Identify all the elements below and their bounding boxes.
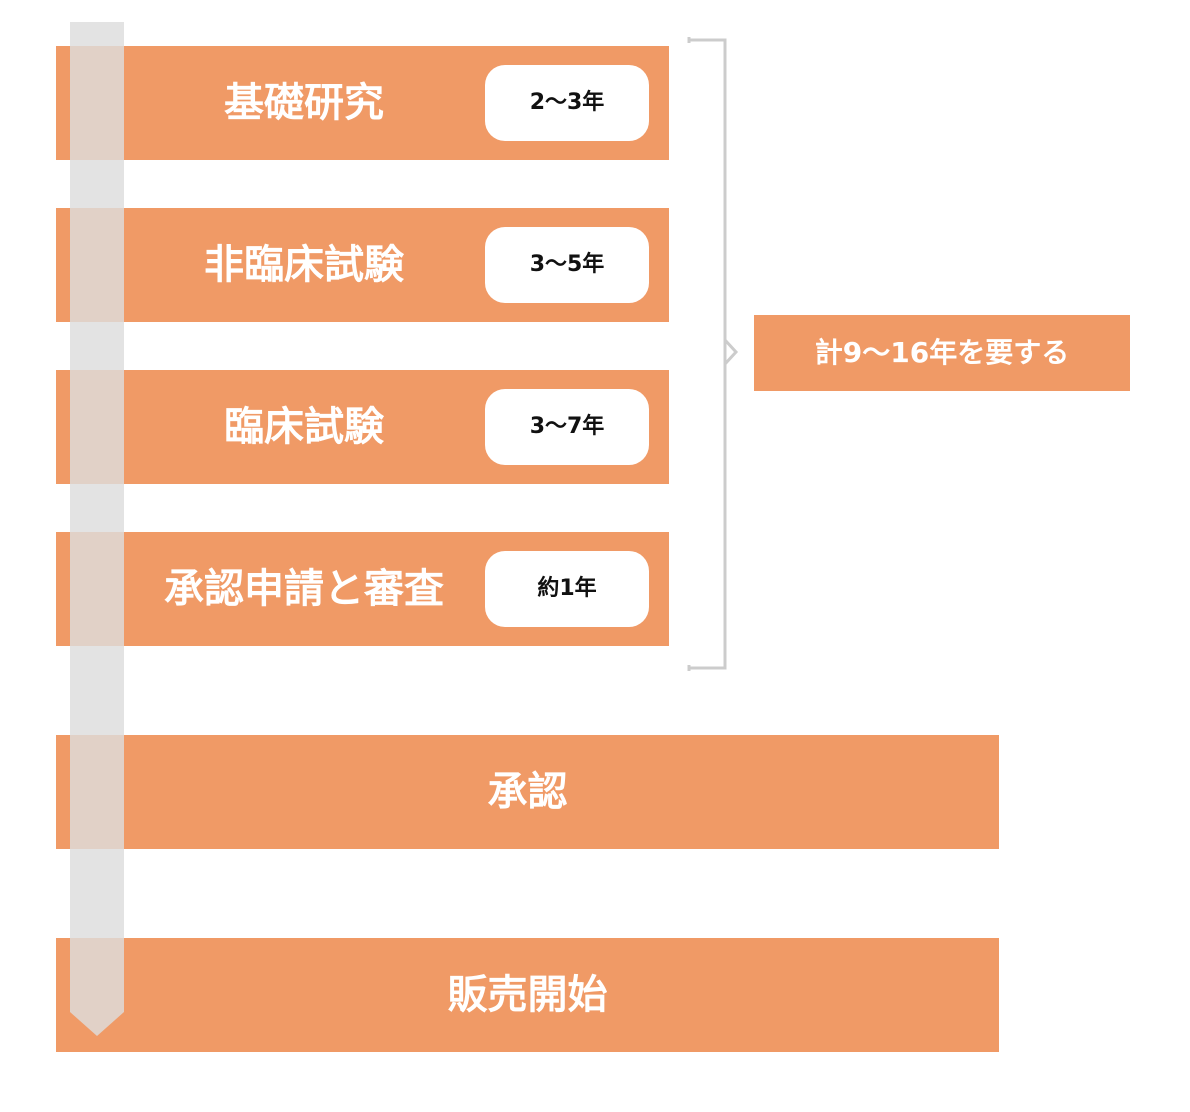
total-bracket	[687, 37, 727, 671]
duration-badge: 2～3年	[485, 65, 649, 141]
duration-badge: 3～5年	[485, 227, 649, 303]
duration-badge: 約1年	[485, 551, 649, 627]
milestone-sales-launch: 販売開始	[56, 938, 999, 1052]
milestone-approval: 承認	[56, 735, 999, 849]
total-duration-label: 計9～16年を要する	[754, 315, 1130, 391]
stage-application-review: 承認申請と審査 約1年	[56, 532, 669, 646]
stage-clinical-trial: 臨床試験 3～7年	[56, 370, 669, 484]
stage-label: 承認申請と審査	[164, 566, 444, 612]
milestone-label: 販売開始	[447, 972, 608, 1018]
bracket-pointer	[723, 338, 739, 366]
stage-label: 基礎研究	[224, 80, 384, 126]
milestone-label: 承認	[487, 769, 568, 815]
stage-label: 臨床試験	[224, 404, 384, 450]
timeline-arrow	[70, 22, 124, 1036]
stage-basic-research: 基礎研究 2～3年	[56, 46, 669, 160]
duration-badge: 3～7年	[485, 389, 649, 465]
stage-nonclinical-trial: 非臨床試験 3～5年	[56, 208, 669, 322]
stage-label: 非臨床試験	[204, 242, 404, 288]
